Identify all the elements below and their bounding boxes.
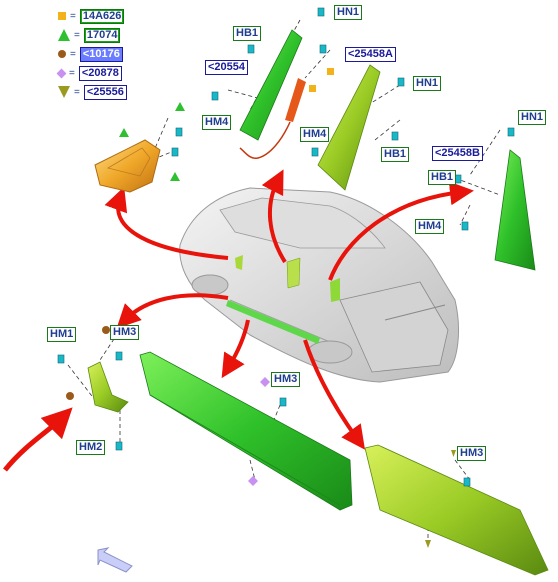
part-lime-pillar-center [317,64,381,191]
part-orange-cable [239,78,306,160]
legend-code[interactable]: <10176 [79,46,123,62]
part-green-pillar-front [239,29,303,141]
callout-hm1-left[interactable]: HM1 [47,327,77,342]
callout-hm4-left[interactable]: HM4 [202,115,232,130]
callout-ref-20554[interactable]: <20554 [205,60,249,75]
vehicle-body [179,187,460,383]
legend-item: = 14A626 [58,8,125,24]
callout-hm2-left[interactable]: HM2 [76,440,106,455]
legend-code[interactable]: 17074 [83,27,121,43]
callout-hn1-mid[interactable]: HN1 [413,76,442,91]
callout-hm4-right[interactable]: HM4 [415,219,445,234]
circle-icon [58,50,66,58]
red-direction-arrows [3,169,474,472]
callout-hb1-right[interactable]: HB1 [428,170,457,185]
callout-hb1-top[interactable]: HB1 [233,26,262,41]
callout-hm3-left[interactable]: HM3 [110,325,140,340]
triangle-up-icon [58,29,70,41]
legend-code[interactable]: <20878 [78,65,122,81]
callout-ref-25458a[interactable]: <25458A [345,47,396,62]
part-lime-bracket-left [87,361,129,413]
fastener-icon [57,7,515,487]
legend-item: = <20878 [56,65,122,81]
legend-code[interactable]: <25556 [83,84,127,100]
nav-back-arrow-icon[interactable] [97,547,133,573]
legend-code[interactable]: 14A626 [79,8,125,24]
square-icon [58,12,66,20]
callout-hn1-right[interactable]: HN1 [518,110,547,125]
legend-item: = <10176 [58,46,123,62]
part-marker-symbols [66,68,456,548]
legend-item: = <25556 [58,84,127,100]
part-lime-rocker-rear [364,444,549,576]
part-orange-mirror-trim [94,139,161,193]
callout-hm3-center[interactable]: HM3 [271,372,301,387]
callout-ref-25458b[interactable]: <25458B [432,146,483,161]
triangle-down-icon [58,86,70,98]
part-green-pillar-rear [494,149,536,271]
diamond-icon [56,68,67,78]
legend-item: = 17074 [58,27,121,43]
callout-hn1-top[interactable]: HN1 [334,5,363,20]
callout-hm4-mid[interactable]: HM4 [300,127,330,142]
callout-hb1-mid[interactable]: HB1 [381,147,410,162]
callout-hm3-right[interactable]: HM3 [457,446,487,461]
part-green-rocker-panel [139,351,353,511]
